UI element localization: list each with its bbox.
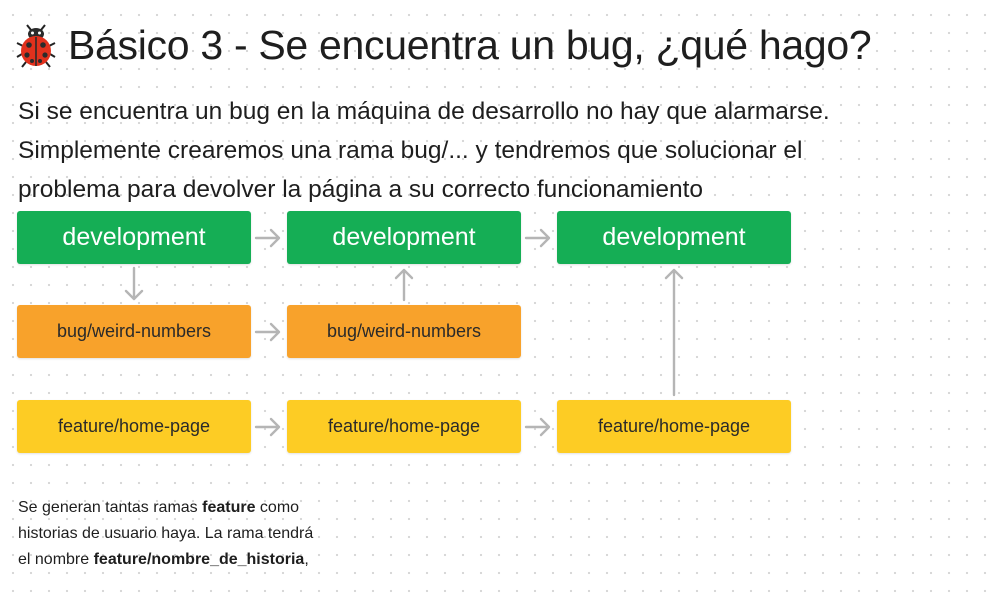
note-line: Se generan tantas ramas feature como (18, 495, 378, 521)
note-bold-segment: feature/nombre_de_historia (93, 551, 305, 568)
arrow-right (254, 228, 281, 248)
arrow-right (254, 322, 281, 342)
intro-line: Simplemente crearemos una rama bug/... y… (18, 137, 803, 164)
arrow-up (394, 268, 414, 302)
development-node[interactable]: development (287, 211, 521, 264)
intro-paragraph: Si se encuentra un bug en la máquina de … (18, 92, 978, 209)
development-node[interactable]: development (557, 211, 791, 264)
intro-line: Si se encuentra un bug en la máquina de … (18, 98, 830, 125)
note-text-segment: como (255, 499, 300, 516)
note-bold-segment: feature (202, 499, 256, 516)
page-title: Básico 3 - Se encuentra un bug, ¿qué hag… (16, 22, 872, 69)
development-node[interactable]: development (17, 211, 251, 264)
feature-branch-node[interactable]: feature/home-page (287, 400, 521, 453)
ladybug-icon (16, 23, 56, 68)
arrow-right (524, 417, 551, 437)
arrow-down (124, 266, 144, 301)
note-text: Se generan tantas ramas feature como his… (18, 495, 378, 573)
feature-branch-node[interactable]: feature/home-page (557, 400, 791, 453)
arrow-up (664, 268, 684, 397)
bug-branch-node[interactable]: bug/weird-numbers (17, 305, 251, 358)
arrow-right (524, 228, 551, 248)
note-line: el nombre feature/nombre_de_historia, (18, 547, 378, 573)
note-text-segment: Se generan tantas ramas (18, 499, 203, 516)
page-title-text: Básico 3 - Se encuentra un bug, ¿qué hag… (68, 22, 872, 68)
intro-line: problema para devolver la página a su co… (18, 176, 704, 203)
note-line: historias de usuario haya. La rama tendr… (18, 525, 314, 542)
note-text-segment: , (304, 551, 309, 568)
feature-branch-node[interactable]: feature/home-page (17, 400, 251, 453)
bug-branch-node[interactable]: bug/weird-numbers (287, 305, 521, 358)
arrow-right (254, 417, 281, 437)
note-text-segment: el nombre (18, 551, 94, 568)
